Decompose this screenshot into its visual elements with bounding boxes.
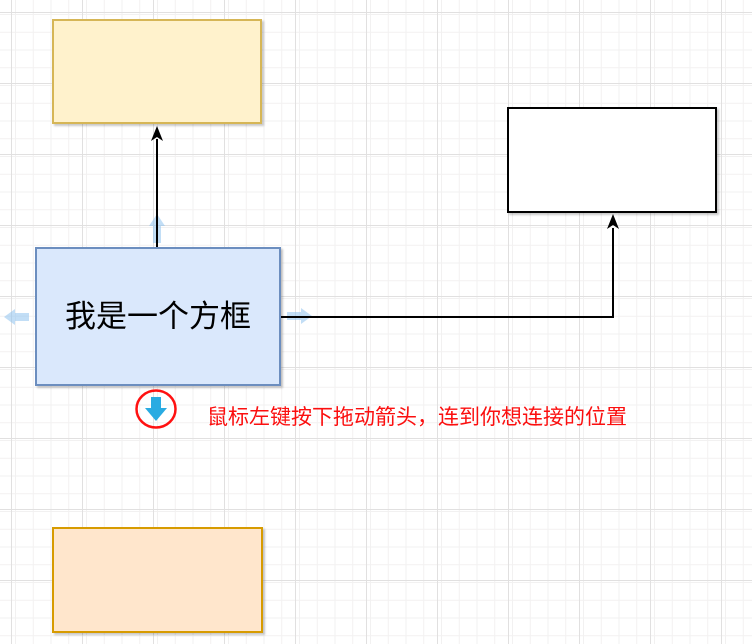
node-orange-box[interactable] [52,527,263,633]
hint-arrow-right-icon[interactable] [287,308,312,324]
hint-arrow-left-icon[interactable] [4,309,29,325]
edge-blue-to-white[interactable] [281,214,619,318]
edge-blue-to-yellow[interactable] [151,126,163,247]
node-yellow-box[interactable] [52,19,262,124]
node-blue-box[interactable]: 我是一个方框 [35,247,281,386]
hint-arrow-up-icon[interactable] [149,214,165,243]
annotation-highlight-circle [135,389,177,429]
edge-blue-to-yellow-arrowhead [151,126,163,141]
node-white-box[interactable] [507,107,717,213]
drag-hint-arrow-down-icon[interactable] [145,397,167,421]
edge-blue-to-white-arrowhead [607,214,619,229]
node-blue-box-label: 我是一个方框 [65,298,251,334]
annotation-text: 鼠标左键按下拖动箭头，连到你想连接的位置 [207,406,627,429]
